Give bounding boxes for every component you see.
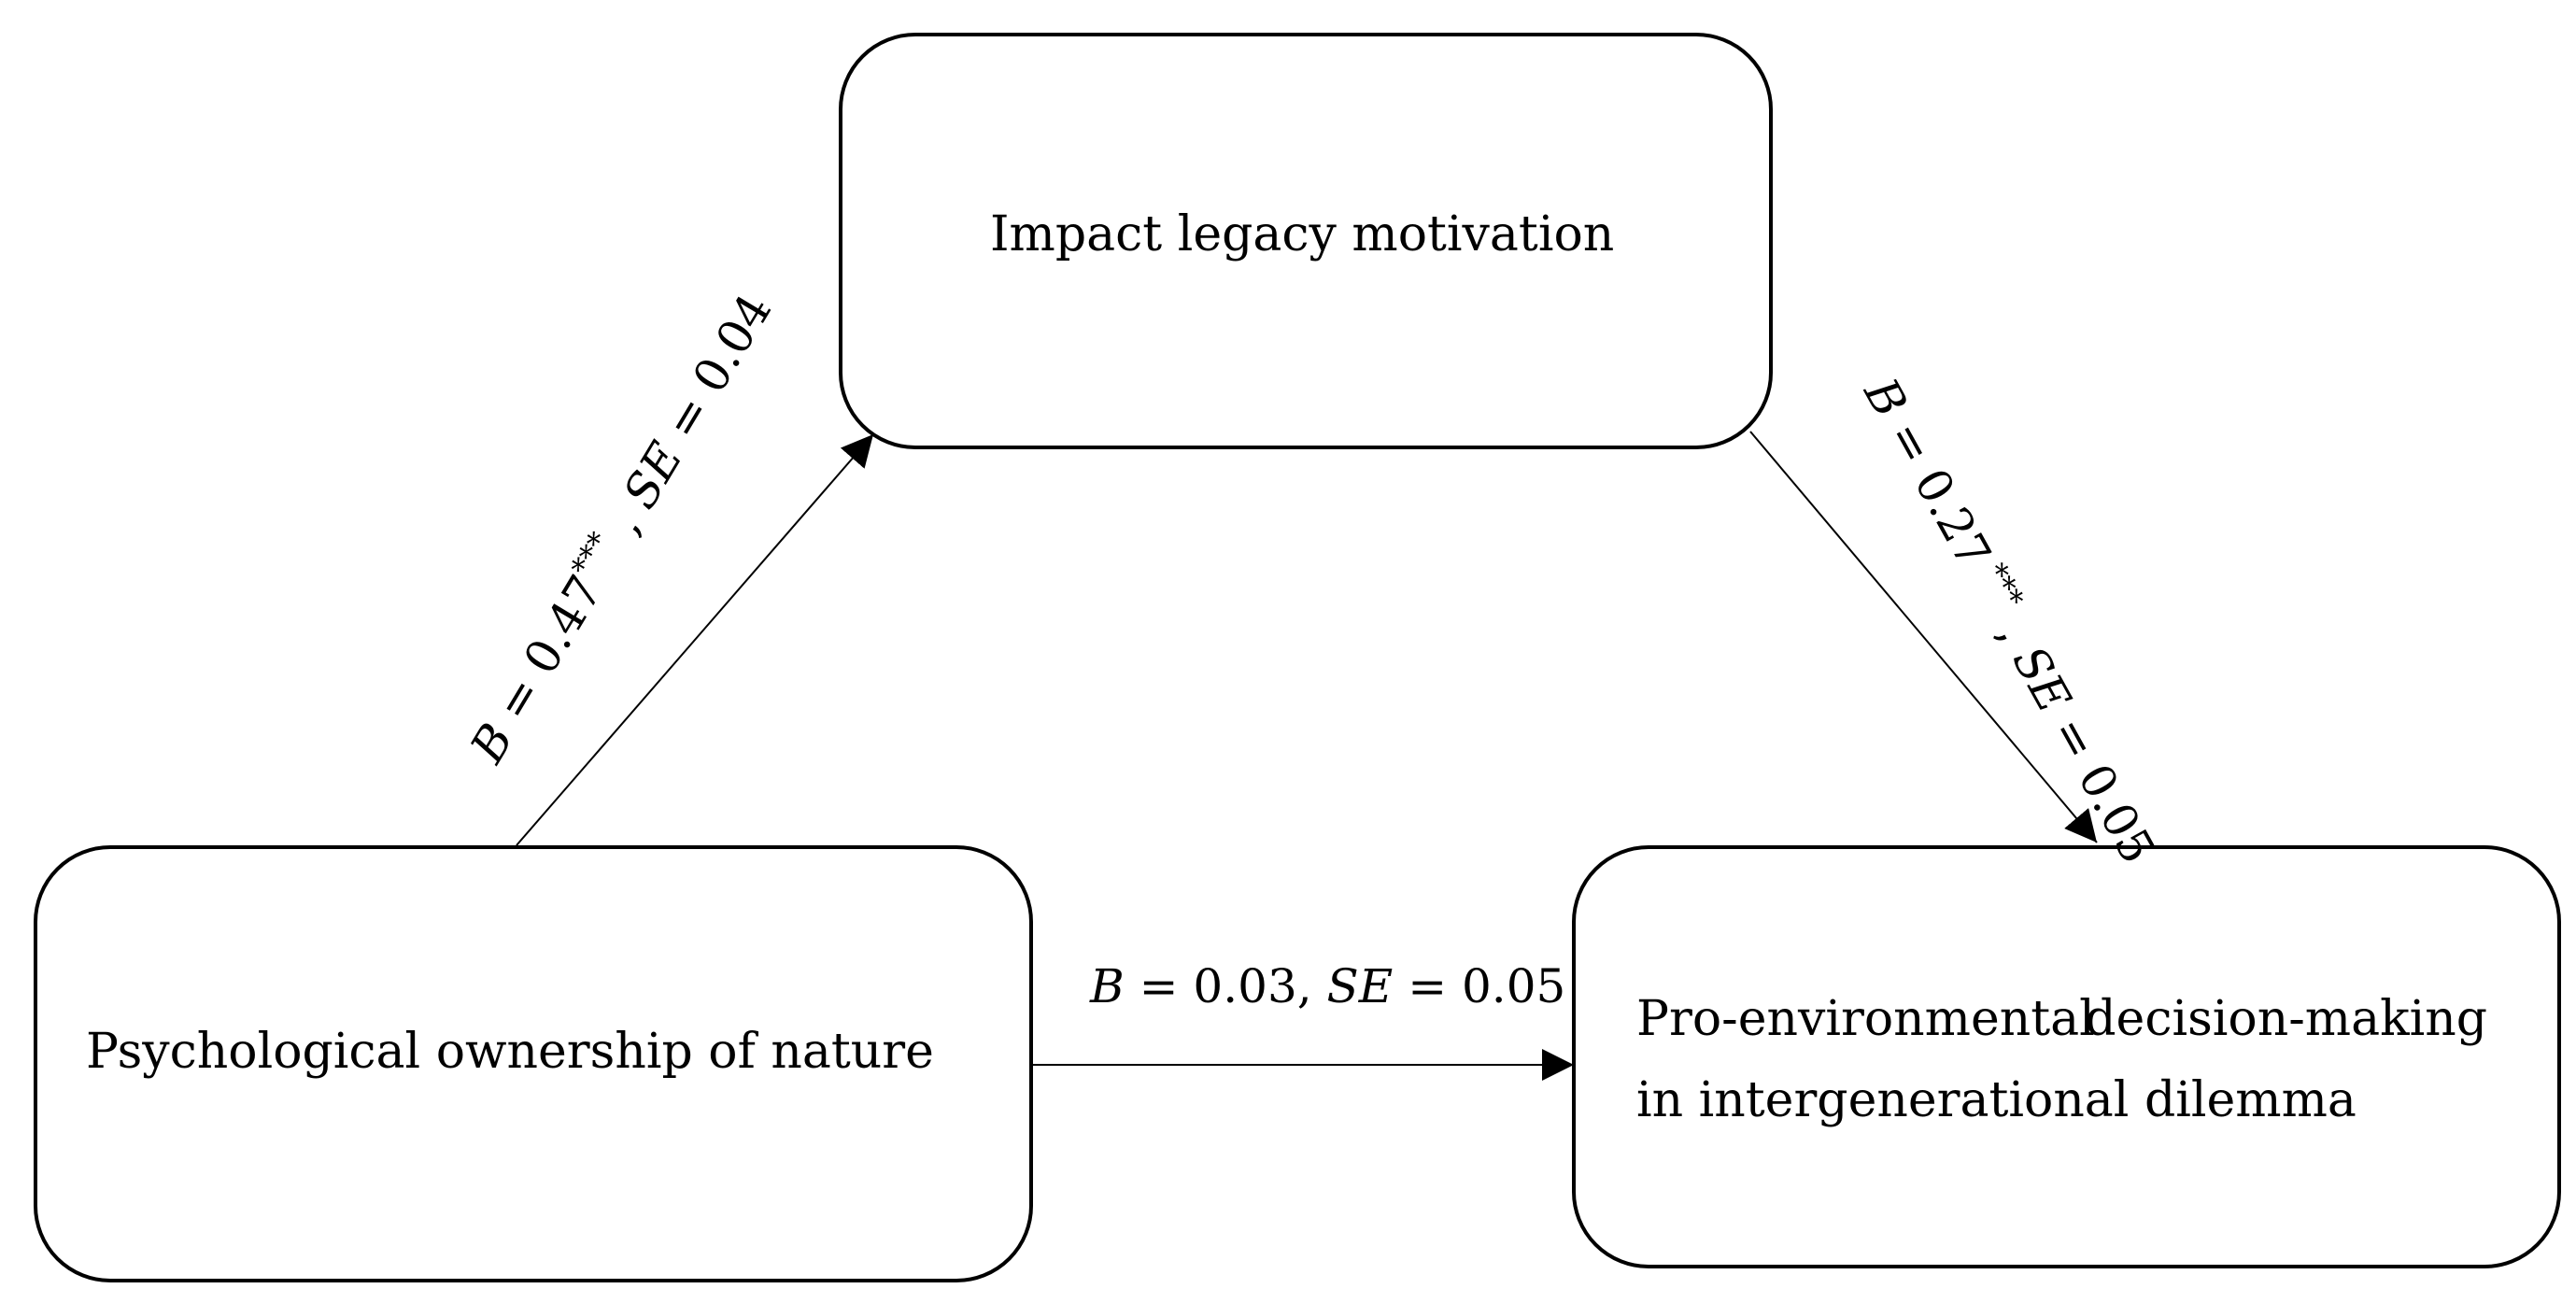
edge-b-label: B = 0.27 *** , SE = 0.05 (1853, 367, 2169, 872)
mediator-box (839, 33, 1773, 449)
outcome-node: Pro-environmental decision-making in int… (1572, 845, 2561, 1268)
edge-a-label: B = 0.47*** , SE = 0.04 (457, 283, 783, 772)
predictor-label: Psychological ownership of nature (86, 1024, 934, 1080)
mediator-label: Impact legacy motivation (990, 206, 1614, 262)
predictor-node: Psychological ownership of nature (34, 845, 1033, 1282)
outcome-label-line1-word1: Pro-environmental (1636, 991, 2095, 1047)
outcome-label-line1-word2: decision-making (2085, 991, 2487, 1047)
edge-a-arrow (516, 433, 874, 846)
edge-b-arrow (1749, 431, 2098, 843)
outcome-box (1572, 845, 2561, 1268)
edge-c-label: B = 0.03, SE = 0.05 (1089, 959, 1565, 1013)
outcome-label-line2: in intergenerational dilemma (1636, 1072, 2357, 1128)
mediator-node: Impact legacy motivation (839, 33, 1773, 449)
